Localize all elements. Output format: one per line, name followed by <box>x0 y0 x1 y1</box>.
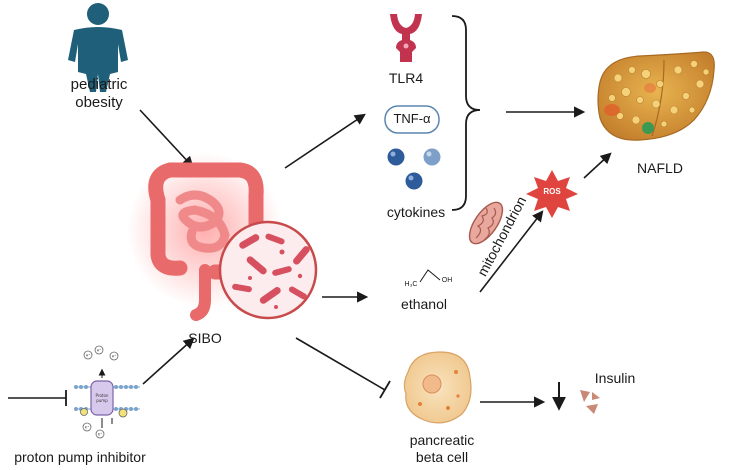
label-nafld: NAFLD <box>637 160 683 176</box>
label-cytokines: cytokines <box>386 204 446 220</box>
label-sibo: SIBO <box>188 330 222 346</box>
label-insulin: Insulin <box>594 370 636 386</box>
arrow-sibo-to-tlr4 <box>284 113 366 169</box>
arrow-pump-to-sibo <box>142 337 195 385</box>
label-tnf-alpha: TNF-α <box>393 111 431 126</box>
label-ethanol-oh: OH <box>441 277 453 284</box>
label-ethanol: ethanol <box>401 296 447 312</box>
arrow-ethanol-to-ros <box>479 210 544 293</box>
svg-text:H⁺: H⁺ <box>97 349 102 353</box>
svg-text:Proton: Proton <box>96 393 109 398</box>
pancreatic-beta-cell-icon <box>403 351 472 424</box>
bacteria-magnifier-icon <box>218 220 318 320</box>
inhibit-sibo-to-beta-cell <box>295 337 386 391</box>
proton-pump-icon: Proton pump H⁺ H⁺ H⁺ K⁺ K⁺ <box>74 345 140 439</box>
obesity-person-icon <box>68 3 128 92</box>
arrow-ros-to-liver <box>583 152 612 179</box>
liver-icon <box>597 51 715 141</box>
tnf-alpha-box <box>384 105 440 134</box>
svg-text:K⁺: K⁺ <box>85 426 89 430</box>
cytokines-icon <box>387 148 441 190</box>
ethanol-structure <box>419 269 441 283</box>
mitochondrion-icon <box>468 201 504 245</box>
tlr4-receptor-icon <box>390 14 422 62</box>
svg-text:pump: pump <box>96 398 108 403</box>
ros-burst-icon <box>526 170 578 218</box>
label-tlr4: TLR4 <box>388 70 424 86</box>
label-proton-pump-inhibitor: proton pump inhibitor <box>14 449 146 465</box>
inhibit-bar-beta-cell <box>379 380 391 399</box>
svg-text:H⁺: H⁺ <box>112 355 117 359</box>
svg-text:K⁺: K⁺ <box>98 433 102 437</box>
svg-text:H⁺: H⁺ <box>86 354 91 358</box>
label-pediatric-obesity: pediatric obesity <box>70 76 128 111</box>
label-ethanol-h3c: H₃C <box>404 281 418 288</box>
curly-brace <box>451 15 481 211</box>
label-pancreatic-beta-cell: pancreatic beta cell <box>409 432 475 465</box>
insulin-molecules-icon <box>580 390 600 414</box>
label-ros: ROS <box>543 187 561 196</box>
